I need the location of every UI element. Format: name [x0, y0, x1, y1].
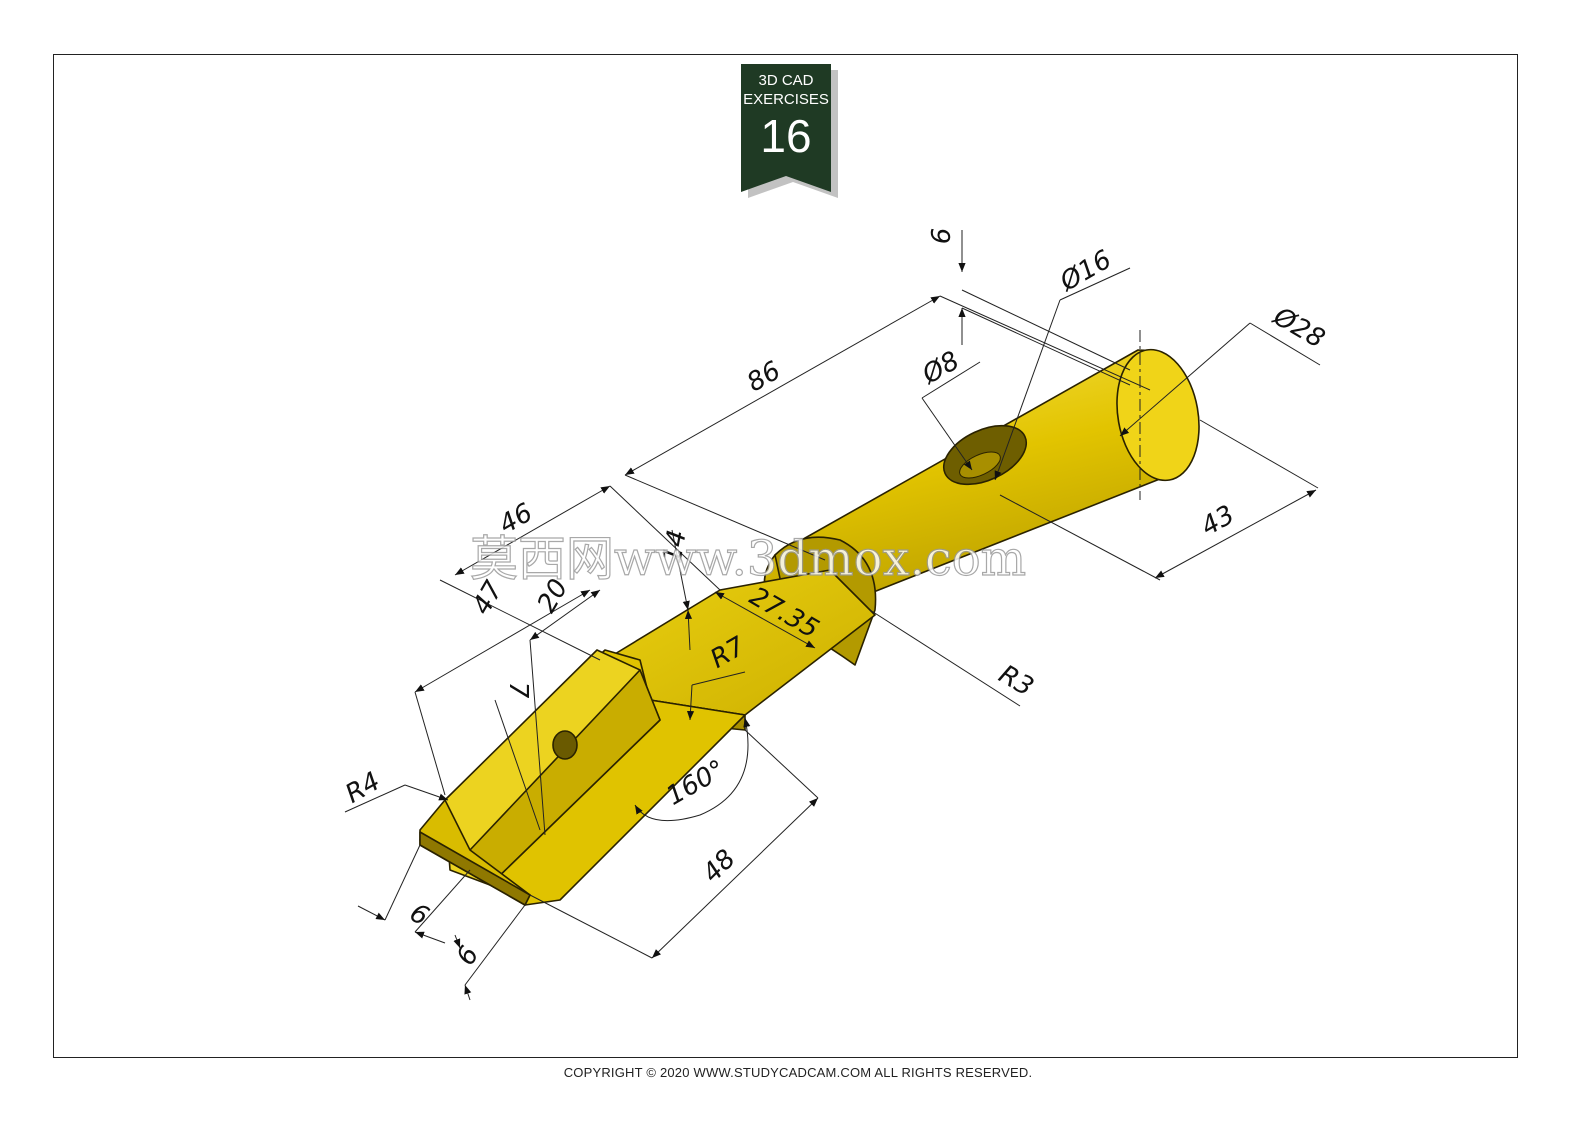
dim-48: 48: [697, 844, 742, 889]
badge-line2: EXERCISES: [743, 91, 829, 108]
dim-r4: R4: [341, 766, 386, 809]
dim-86: 86: [742, 356, 786, 399]
dim-6-bottom-b: 6: [451, 941, 485, 970]
drawing-frame: [53, 54, 1518, 1058]
dim-14: 14: [657, 528, 692, 566]
badge-ribbon: [741, 64, 831, 192]
dim-6-bottom-a: 6: [404, 898, 433, 932]
dim-43: 43: [1196, 500, 1240, 543]
dim-diameter-28: Ø28: [1267, 301, 1329, 354]
dim-r3: R3: [994, 659, 1039, 702]
tab-hole: [552, 730, 578, 760]
exercise-badge: 3D CAD EXERCISES 16: [741, 64, 838, 198]
badge-number: 16: [760, 110, 811, 162]
dim-7: 7: [503, 682, 533, 699]
badge-line1: 3D CAD: [758, 72, 813, 89]
watermark-text: 莫西网www.3dmox.com: [470, 531, 1026, 587]
dim-diameter-16: Ø16: [1054, 245, 1116, 298]
part-model: [419, 348, 1200, 906]
dim-diameter-8: Ø8: [917, 346, 965, 391]
copyright-text: COPYRIGHT © 2020 WWW.STUDYCADCAM.COM ALL…: [563, 1065, 1033, 1080]
dim-6-top: 6: [927, 228, 957, 245]
dimension-lines: [344, 230, 1321, 1001]
cylinder-end-face: [1116, 348, 1200, 482]
